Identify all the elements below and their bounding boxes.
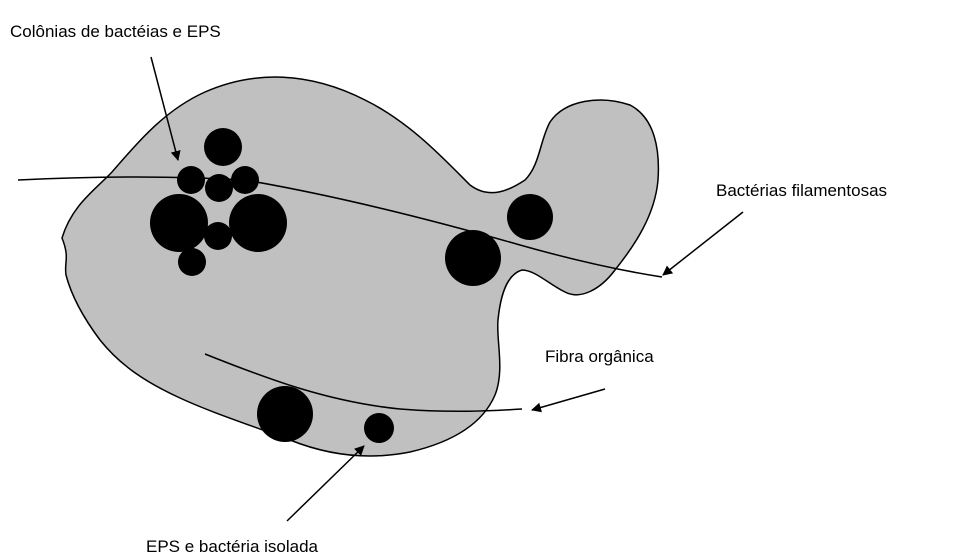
label-eps-bacteria-isolada: EPS e bactéria isolada (146, 537, 319, 556)
bacterial-colony (204, 222, 232, 250)
label-bacterias-filamentosas: Bactérias filamentosas (716, 181, 887, 200)
bacterial-colony (204, 128, 242, 166)
bacterial-colony (231, 166, 259, 194)
label-colonias: Colônias de bactéias e EPS (10, 22, 221, 41)
bacterial-colony (150, 194, 208, 252)
bacterial-colony (178, 248, 206, 276)
label-fibra-organica: Fibra orgânica (545, 347, 654, 366)
bacterial-colony-right (445, 230, 501, 286)
bacterial-colony (229, 194, 287, 252)
bacterial-colony (205, 174, 233, 202)
isolated-bacterium (364, 413, 394, 443)
eps-isolada-pointer-arrow (287, 446, 364, 521)
bacterial-colony-right-top (507, 194, 553, 240)
bacterial-colony (177, 166, 205, 194)
fibra-pointer-arrow (532, 389, 605, 410)
eps-large-particle (257, 386, 313, 442)
filamentosas-pointer-arrow (663, 212, 743, 275)
